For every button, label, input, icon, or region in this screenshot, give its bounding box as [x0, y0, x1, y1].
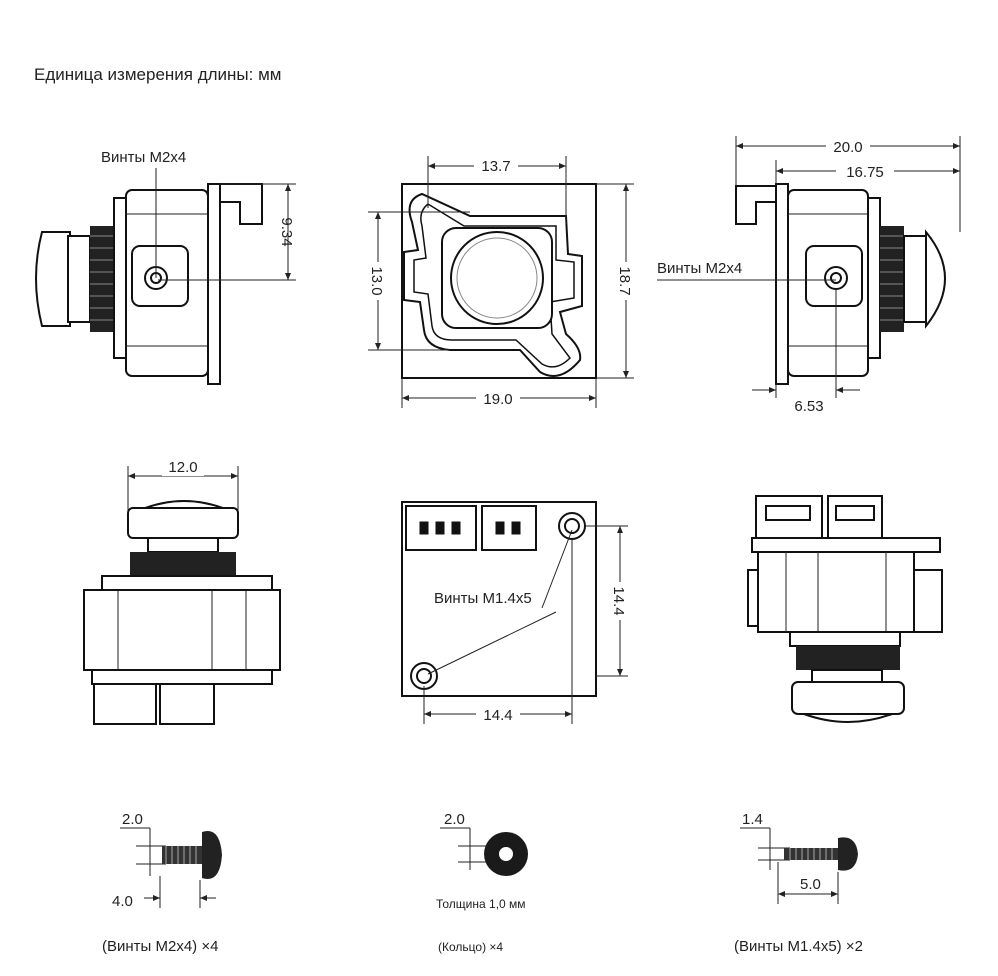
threaded-ring [880, 226, 904, 332]
lens-dome [925, 229, 946, 329]
lens-width-dim-12-0: 12.0 [168, 459, 197, 476]
camera-body-top [83, 589, 281, 671]
side-view-right: 20.0 16.75 Винты M2x4 6.53 [657, 136, 961, 415]
lens-front [450, 231, 544, 325]
part-caption: (Винты M2x4) ×4 [102, 938, 218, 955]
height-dim-13-0: 13.0 [368, 266, 385, 295]
ring-thickness-note: Толщина 1,0 мм [436, 897, 526, 911]
screw-label: Винты M2x4 [657, 260, 742, 277]
screw-dim-5-0: 5.0 [800, 876, 821, 893]
connector [481, 505, 537, 551]
lens-top [127, 507, 239, 539]
part-caption: (Кольцо) ×4 [438, 940, 503, 954]
threaded-ring [130, 552, 236, 576]
height-dim-9-34: 9.34 [278, 217, 295, 246]
width-dim-14-4: 14.4 [483, 707, 512, 724]
offset-dim-6-53: 6.53 [794, 398, 823, 415]
units-title: Единица измерения длины: мм [34, 65, 281, 84]
part-screw-m1-4x5: 1.4 5.0 (Винты M1.4x5) ×2 [734, 811, 863, 955]
threaded-ring [90, 226, 114, 332]
height-dim-14-4: 14.4 [610, 586, 627, 615]
screw-head [202, 830, 222, 880]
screw-label: Винты M1.4x5 [434, 590, 532, 607]
lens-dome [35, 231, 71, 327]
camera-body-bottom [757, 551, 915, 633]
ring-dim-2-0: 2.0 [444, 811, 465, 828]
back-view: Винты M1.4x5 14.4 14.4 [401, 501, 630, 724]
part-screw-m2x4: 2.0 4.0 (Винты M2x4) ×4 [102, 811, 222, 955]
screw-dim-4-0: 4.0 [112, 893, 133, 910]
height-dim-18-7: 18.7 [616, 266, 633, 295]
lens-bottom [791, 681, 905, 715]
screw-thread [784, 848, 838, 860]
side-view-left: Винты M2x4 9.34 [35, 149, 296, 385]
screw-label: Винты M2x4 [101, 149, 186, 166]
screw-dim-1-4: 1.4 [742, 811, 763, 828]
screw-head [838, 837, 858, 871]
part-ring: 2.0 Толщина 1,0 мм (Кольцо) ×4 [436, 811, 528, 954]
bottom-view [747, 495, 943, 723]
threaded-ring [796, 646, 900, 670]
connector [159, 683, 215, 725]
part-caption: (Винты M1.4x5) ×2 [734, 938, 863, 955]
width-dim-16-75: 16.75 [846, 164, 884, 181]
width-dim-20-0: 20.0 [833, 139, 862, 156]
front-frame [403, 192, 583, 377]
top-view: 12.0 [83, 458, 281, 725]
width-dim-13-7: 13.7 [481, 158, 510, 175]
front-view: 13.7 13.0 18.7 19.0 [368, 156, 636, 408]
screw-dim-2-0: 2.0 [122, 811, 143, 828]
connector [93, 683, 157, 725]
width-dim-19-0: 19.0 [483, 391, 512, 408]
